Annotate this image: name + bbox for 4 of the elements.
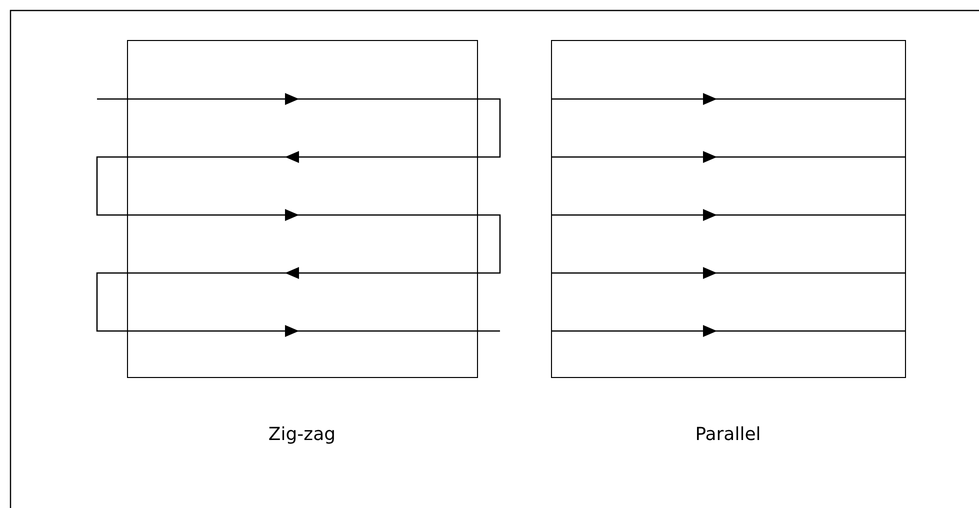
node-label: Zig-zag [268, 424, 336, 445]
node-label: Parallel [695, 424, 761, 445]
container-box [127, 40, 478, 378]
container-box [551, 40, 906, 378]
